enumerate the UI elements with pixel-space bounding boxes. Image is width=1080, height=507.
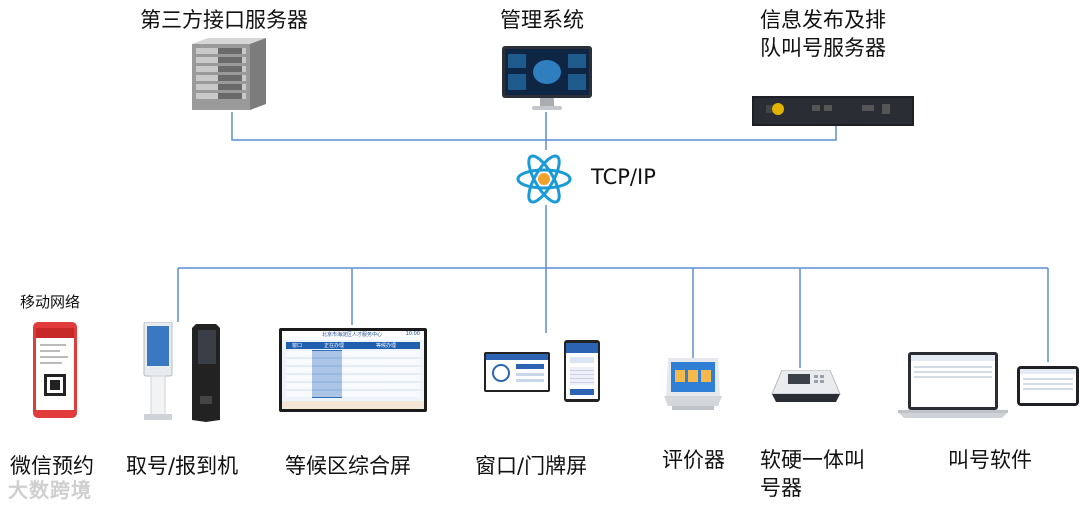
mobile-network-label: 移动网络 bbox=[20, 293, 81, 311]
wechat-booking-label: 微信预约 bbox=[10, 454, 94, 478]
management-system-label: 管理系统 bbox=[500, 8, 584, 32]
caller-label: 软硬一体叫号器 bbox=[760, 448, 865, 500]
col-processing: 正在办理 bbox=[324, 343, 345, 349]
waiting-screen-time: 10:00 bbox=[405, 331, 420, 337]
waiting-screen-title: 北京市海淀区人才服务中心 bbox=[322, 332, 383, 338]
server-rack-icon bbox=[188, 38, 268, 116]
col-window: 窗口 bbox=[292, 343, 303, 349]
info-queue-server-label: 信息发布及排队叫号服务器 bbox=[760, 8, 886, 60]
laptop-icon bbox=[898, 352, 1008, 424]
tcpip-atom-icon bbox=[514, 151, 574, 211]
caller-device-icon bbox=[770, 369, 842, 408]
watermark-text: 大数跨境 bbox=[8, 478, 92, 502]
checkin-kiosk-icon bbox=[186, 324, 222, 428]
evaluator-label: 评价器 bbox=[662, 448, 725, 472]
monitor-icon bbox=[502, 46, 592, 116]
ticket-kiosk-icon bbox=[138, 321, 178, 426]
top-bus-line bbox=[231, 112, 837, 141]
waiting-area-screen: 北京市海淀区人才服务中心 10:00 窗口 正在办理 等候办理 bbox=[279, 328, 427, 412]
third-party-server-label: 第三方接口服务器 bbox=[140, 8, 308, 32]
phone-icon bbox=[33, 322, 77, 422]
window-screen-label: 窗口/门牌屏 bbox=[475, 454, 588, 478]
door-screen-icon bbox=[564, 340, 600, 402]
calling-software-label: 叫号软件 bbox=[948, 448, 1032, 472]
evaluator-icon bbox=[662, 356, 724, 416]
window-screen-icon bbox=[484, 352, 550, 392]
ticket-checkin-label: 取号/报到机 bbox=[126, 454, 239, 478]
col-waiting: 等候办理 bbox=[376, 343, 397, 349]
tablet-icon bbox=[1017, 366, 1079, 406]
tcpip-label: TCP/IP bbox=[591, 165, 656, 189]
watermark: 大数跨境 bbox=[8, 474, 92, 503]
waiting-screen-label: 等候区综合屏 bbox=[285, 454, 411, 478]
rack-server-icon bbox=[752, 96, 914, 130]
